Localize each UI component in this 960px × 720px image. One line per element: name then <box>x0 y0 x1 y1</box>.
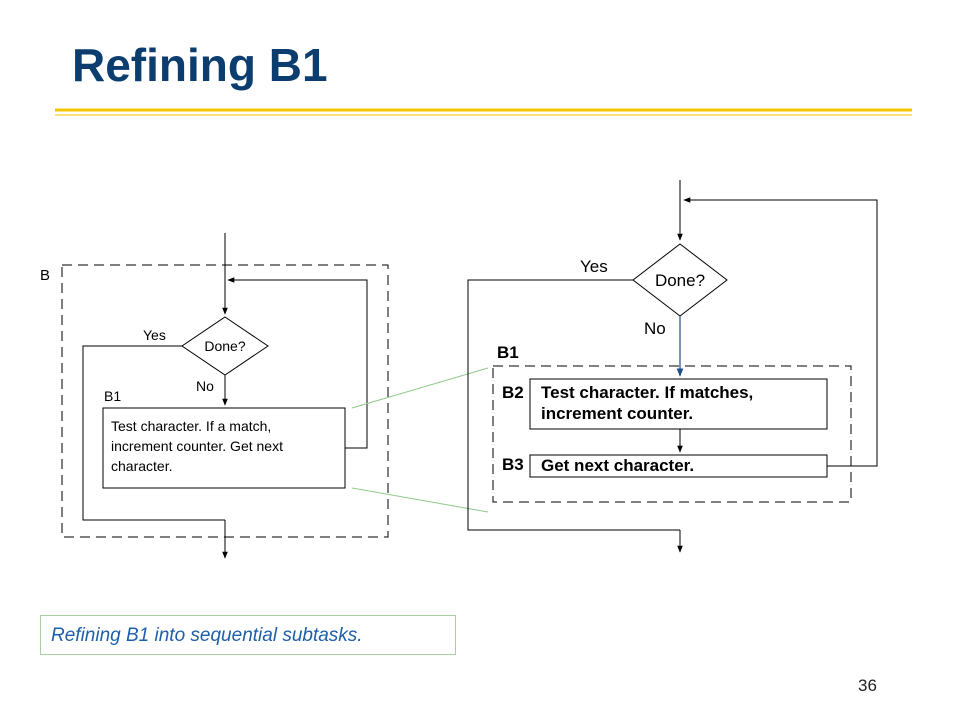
left-no-label: No <box>196 378 214 394</box>
left-loop-back <box>227 277 368 449</box>
zoom-connectors <box>351 367 489 513</box>
title-rule <box>55 108 912 116</box>
right-yes-path <box>467 279 680 531</box>
right-step2-label: B3 <box>502 455 524 474</box>
right-yes-label: Yes <box>580 257 608 276</box>
left-yes-label: Yes <box>143 327 166 343</box>
right-step1-line: increment counter. <box>541 404 693 423</box>
right-region-label: B1 <box>497 343 519 362</box>
left-block-line: Test character. If a match, <box>111 418 271 434</box>
right-no-label: No <box>644 319 666 338</box>
right-step1-block <box>529 378 828 430</box>
right-flowchart: Done? Yes No B1 B2 Test character. If ma… <box>467 180 878 553</box>
left-decision-label: Done? <box>204 338 245 354</box>
left-region-label: B <box>40 267 50 284</box>
left-process-block <box>102 407 346 489</box>
right-step1-line: Test character. If matches, <box>541 383 753 402</box>
left-block-line: increment counter. Get next <box>111 438 283 454</box>
caption-box: Refining B1 into sequential subtasks. <box>40 615 456 655</box>
right-loop-back <box>683 197 878 467</box>
left-block-label: B1 <box>104 388 121 404</box>
right-decision-label: Done? <box>655 271 705 290</box>
right-region-box <box>492 365 852 503</box>
left-flowchart: B Done? Yes No B1 Test character. If a m… <box>40 233 389 559</box>
right-step1-text: Test character. If matches, increment co… <box>541 383 758 423</box>
right-step1-label: B2 <box>502 383 524 402</box>
left-block-line: character. <box>111 458 172 474</box>
caption-text: Refining B1 into sequential subtasks. <box>51 625 363 646</box>
left-yes-path <box>82 345 225 521</box>
slide-title: Refining B1 <box>72 39 328 91</box>
page-number: 36 <box>858 676 877 695</box>
left-block-text: Test character. If a match, increment co… <box>111 418 287 474</box>
right-step2-text: Get next character. <box>541 456 694 475</box>
